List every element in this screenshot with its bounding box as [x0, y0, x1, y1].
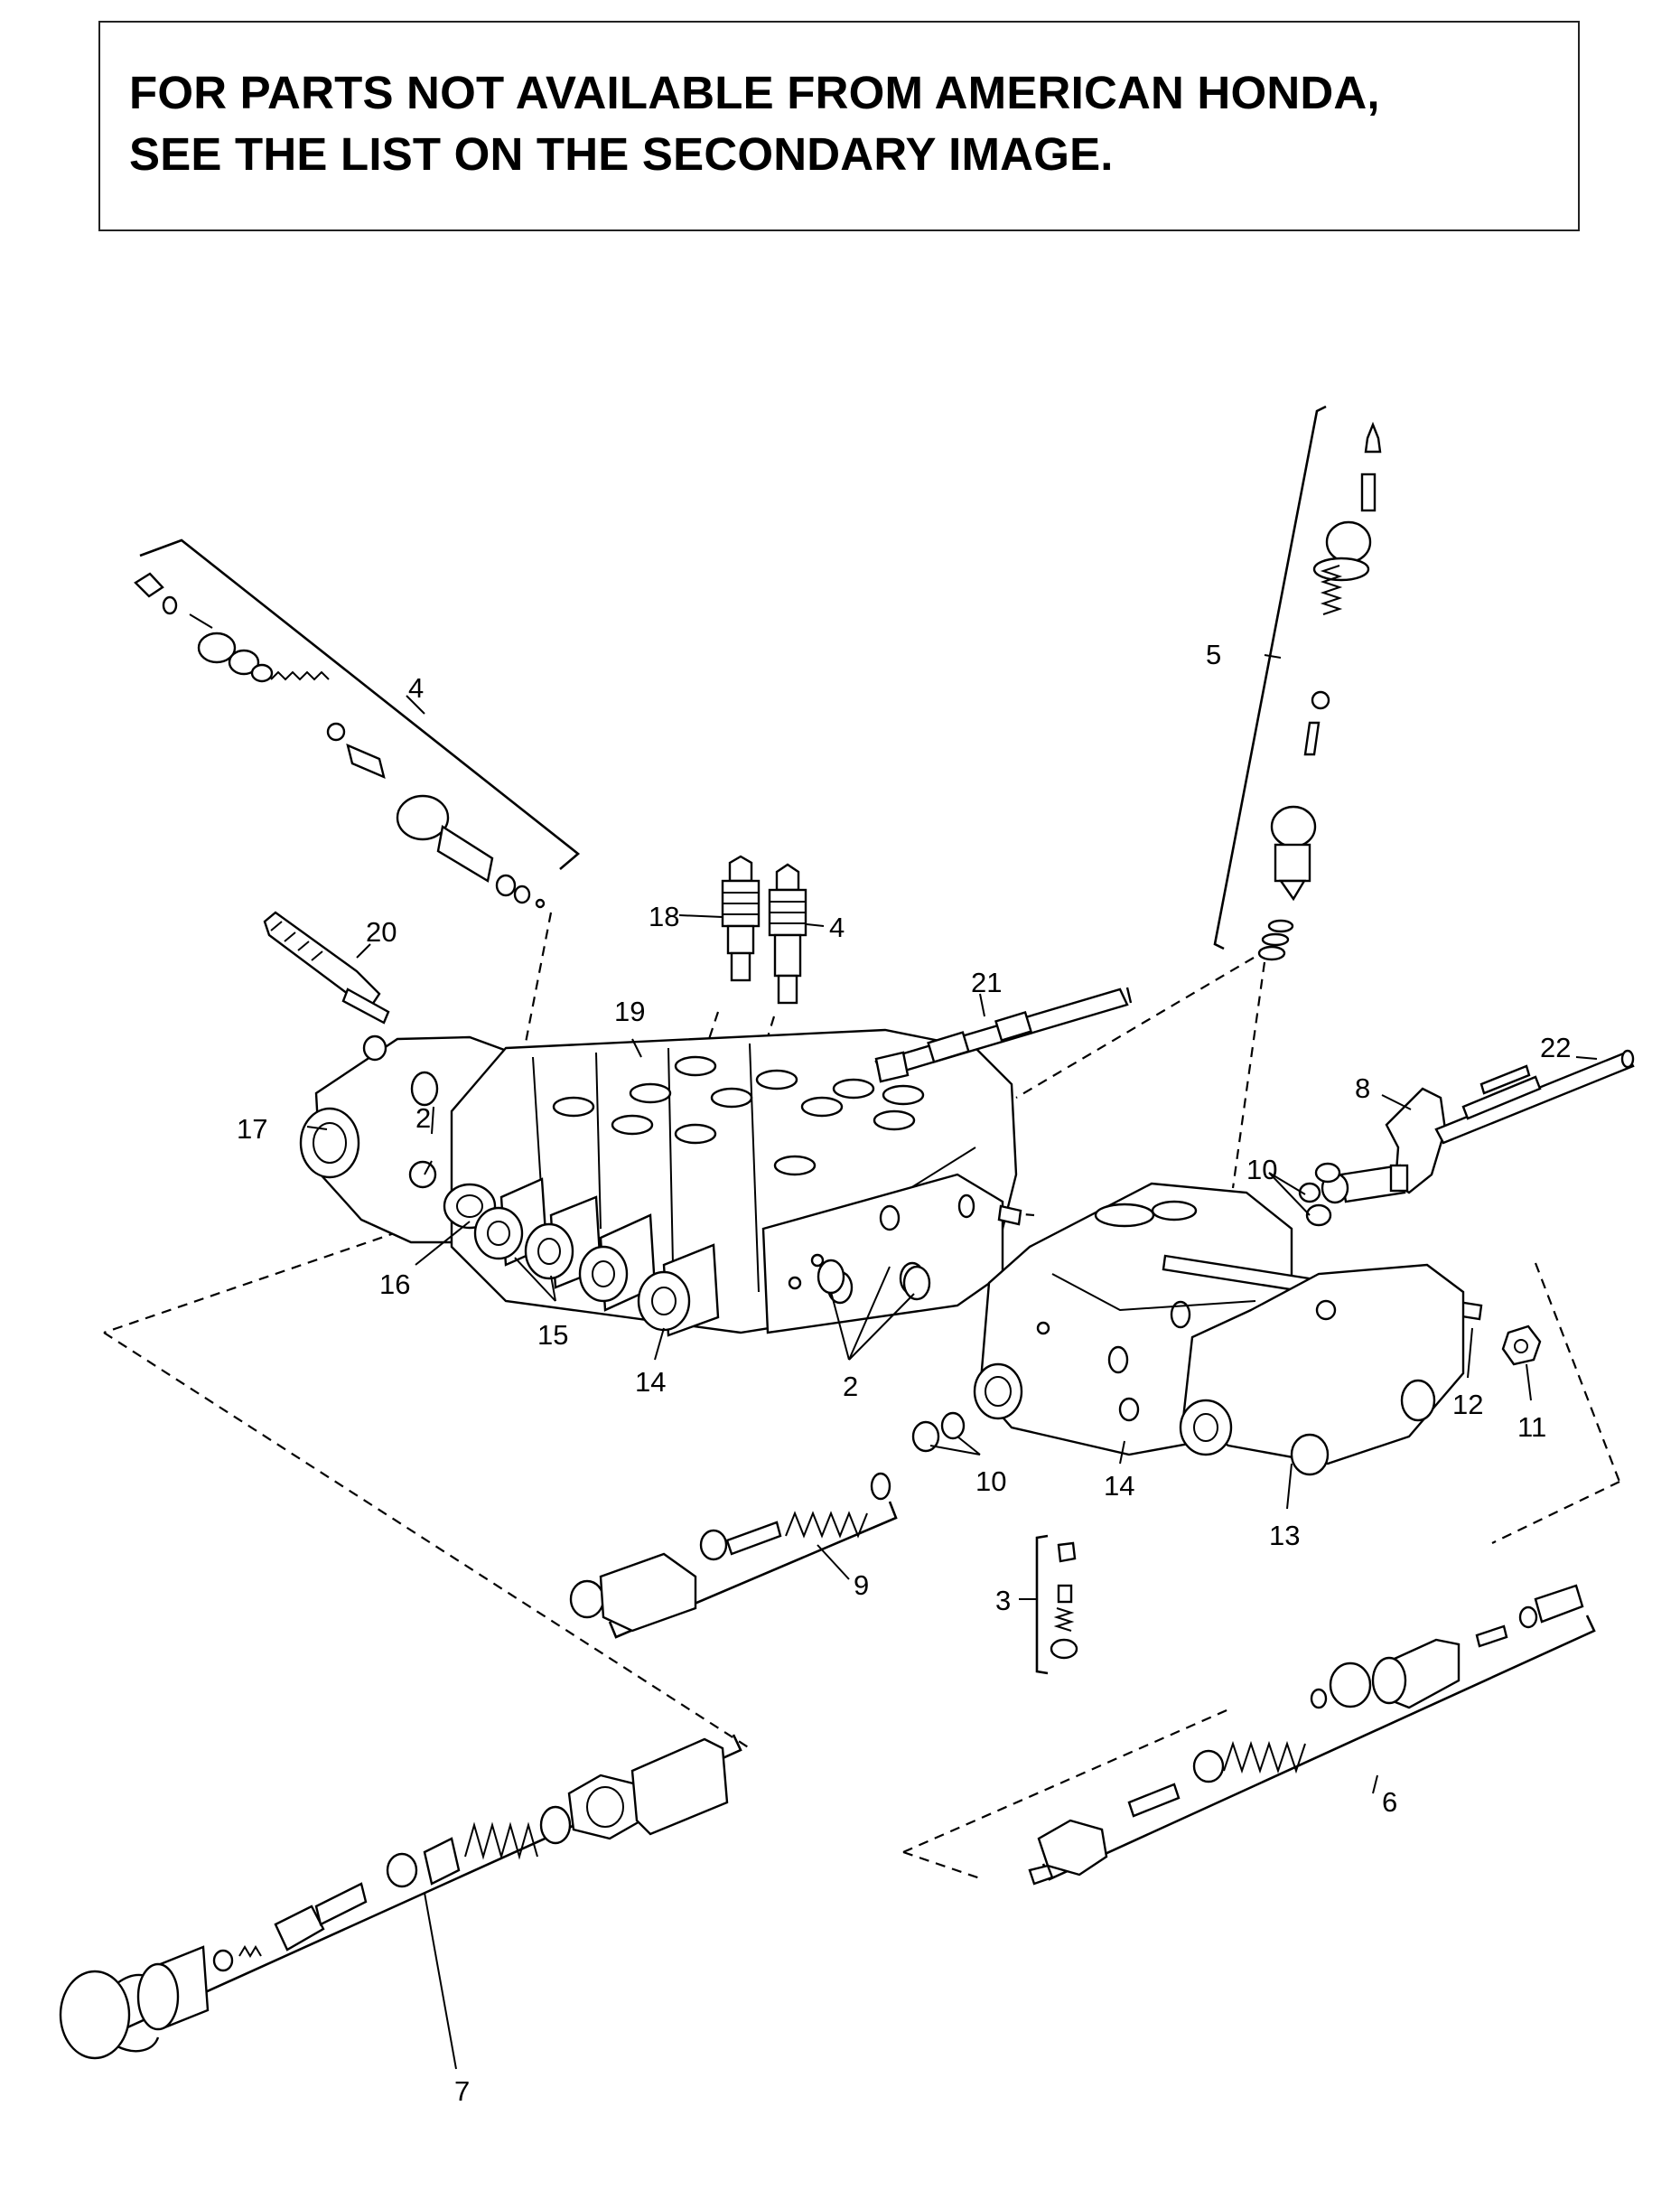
leader-lines: [306, 654, 1598, 2070]
callout-4-top: 4: [829, 912, 845, 943]
valve-body-main: [299, 1028, 1018, 1337]
notice-box: FOR PARTS NOT AVAILABLE FROM AMERICAN HO…: [98, 21, 1580, 231]
bracket-group-5: [1213, 405, 1327, 950]
callout-3: 3: [995, 1585, 1011, 1616]
callout-20: 20: [366, 916, 397, 948]
callout-18: 18: [649, 901, 679, 932]
part-11-nut: [1501, 1324, 1542, 1366]
part-3-check-valve: [1050, 1541, 1078, 1660]
part-9-spool-assembly: [569, 1472, 891, 1633]
part-8-bracket: [1321, 1087, 1447, 1204]
callout-21: 21: [971, 967, 1002, 998]
callout-17: 17: [237, 1113, 267, 1145]
callout-4-left: 4: [408, 672, 424, 704]
bracket-group-6: [1041, 1615, 1596, 1881]
callout-labels: 4 20 5 18 4 21 19 17 2 16 15 14 2 10 14 …: [237, 639, 1571, 2107]
callout-10-lower: 10: [975, 1465, 1006, 1497]
callout-11: 11: [1517, 1411, 1546, 1443]
notice-line-1: FOR PARTS NOT AVAILABLE FROM AMERICAN HO…: [129, 67, 1380, 118]
part-6-relief-assembly: [1028, 1584, 1584, 1886]
part-4-left-cartridge-exploded: [134, 572, 546, 909]
part-10-seals-upper: [1298, 1162, 1341, 1227]
callout-14-right: 14: [1104, 1470, 1134, 1502]
callout-10-upper: 10: [1246, 1154, 1277, 1185]
callout-19: 19: [614, 996, 645, 1027]
callout-5: 5: [1206, 639, 1221, 670]
callout-6: 6: [1382, 1786, 1397, 1818]
part-13-end-plate: [1179, 1263, 1465, 1476]
callout-7: 7: [454, 2075, 470, 2107]
bracket-group-4-left: [139, 538, 581, 870]
spool-end-15c: [578, 1213, 657, 1312]
callout-12: 12: [1452, 1389, 1483, 1420]
part-5-cartridge-exploded: [1257, 421, 1382, 961]
callout-22: 22: [1540, 1032, 1571, 1063]
callout-8: 8: [1355, 1072, 1370, 1104]
callout-2-right: 2: [843, 1371, 858, 1402]
part-4-top-cartridge: [768, 863, 807, 1005]
callout-9: 9: [854, 1569, 869, 1601]
part-20-relief-valve: [263, 911, 390, 1062]
part-18-cartridge: [721, 855, 761, 982]
spool-end-14: [637, 1243, 720, 1337]
callout-16: 16: [379, 1268, 410, 1300]
callout-13: 13: [1269, 1520, 1300, 1551]
bracket-group-9: [608, 1501, 898, 1639]
bracket-group-3: [1035, 1534, 1049, 1675]
part-22-rod: [1434, 1049, 1635, 1145]
callout-2-left: 2: [415, 1102, 431, 1134]
part-10-seals-lower: [911, 1411, 966, 1453]
notice-line-2: SEE THE LIST ON THE SECONDARY IMAGE.: [129, 128, 1114, 180]
callout-14-left: 14: [635, 1366, 666, 1398]
part-7-relief-assembly: [59, 1737, 729, 2060]
callout-15: 15: [537, 1319, 568, 1351]
part-21-spool-rod: [874, 987, 1133, 1083]
